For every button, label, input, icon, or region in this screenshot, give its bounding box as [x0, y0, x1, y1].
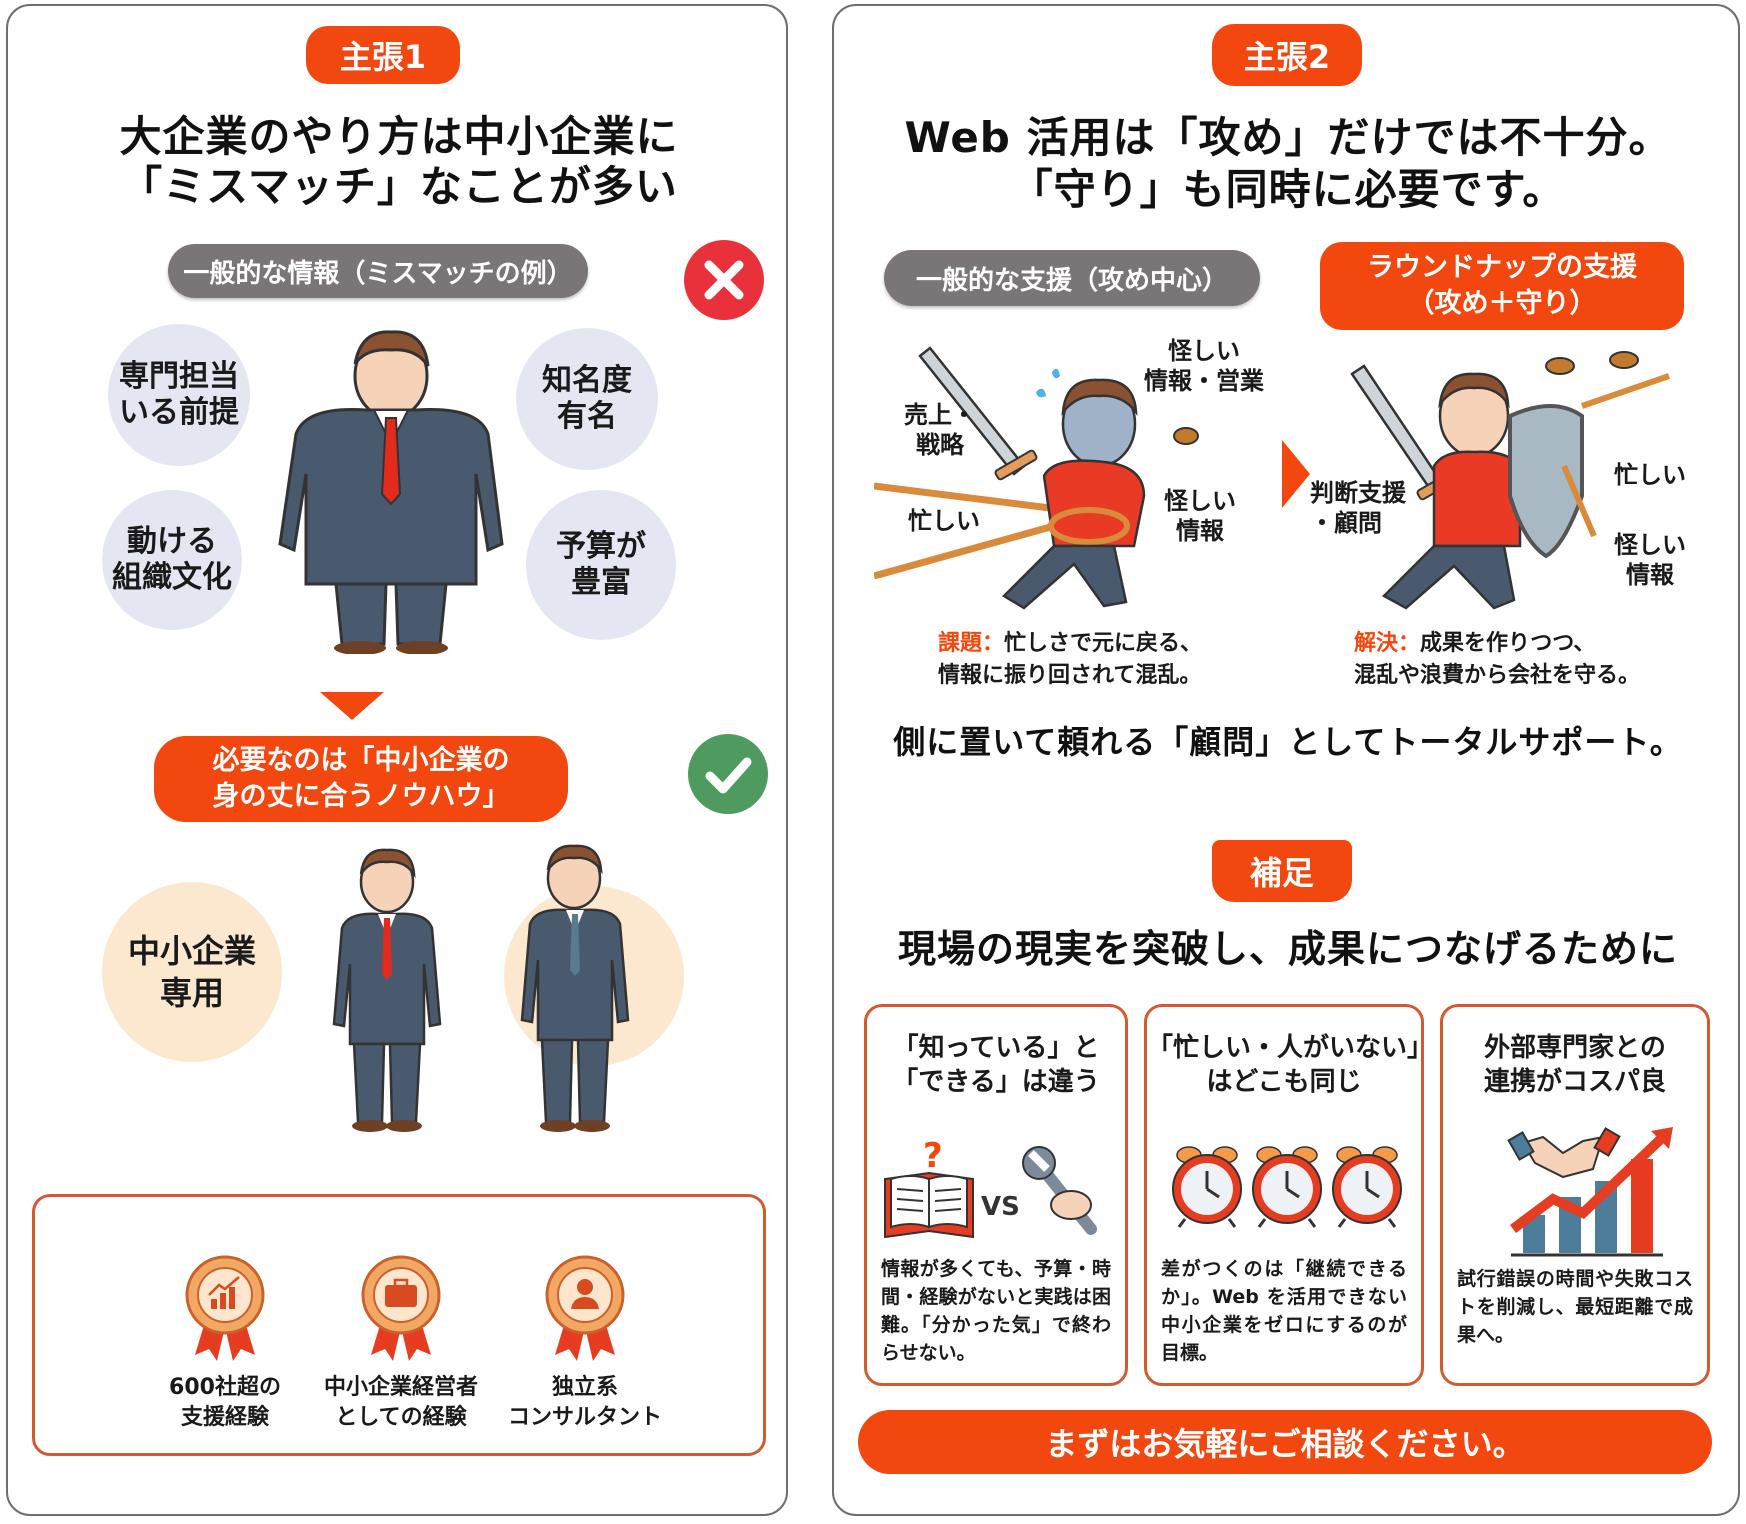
- card-know-vs-do: 「知っている」と「できる」は違う ? VS 情報が多くても、予算・時間・経験がな…: [864, 1004, 1128, 1386]
- credentials-box: 600社超の支援経験 中小企業経営者としての経験 独立系コンサルタント: [32, 1194, 766, 1456]
- roundup-support-pill: ラウンドナップの支援（攻め＋守り）: [1320, 242, 1684, 330]
- label-suspicious-info-left: 怪しい情報: [1164, 487, 1236, 545]
- bubble-budget: 予算が豊富: [526, 490, 676, 640]
- sme-man-red-tie-illustration: [322, 844, 452, 1134]
- briefcase-icon: [361, 1255, 441, 1365]
- person-icon: [545, 1255, 625, 1365]
- consult-cta-button[interactable]: まずはお気軽にご相談ください。: [858, 1410, 1712, 1474]
- card1-title: 「知っている」と「できる」は違う: [892, 1033, 1100, 1097]
- triangle-down-icon: [320, 692, 384, 720]
- label-suspicious-info-right: 怪しい情報: [1614, 531, 1686, 589]
- card-external-experts: 外部専門家との連携がコスパ良 試行錯誤の時間や失敗コストを削減し、最短距離で成果…: [1440, 1004, 1710, 1386]
- claim1-title-line1: 大企業のやり方は中小企業に: [119, 112, 679, 161]
- card1-body: 情報が多くても、予算・時間・経験がないと実践は困難。「分かった気」で終わらせない…: [881, 1258, 1111, 1364]
- supplement-title: 現場の現実を突破し、成果につなげるために: [897, 927, 1678, 971]
- card-busy-everywhere: 「忙しい・人がいない」はどこも同じ 差がつくのは「継続できるか」。Web を活用…: [1144, 1004, 1434, 1386]
- claim1-badge: 主張1: [306, 26, 460, 84]
- label-advisor: 判断支援・顧問: [1310, 479, 1406, 537]
- card3-title: 外部専門家との連携がコスパ良: [1483, 1033, 1666, 1097]
- total-support-summary: 側に置いて頼れる「顧問」としてトータルサポート。: [893, 723, 1683, 761]
- attack-only-illustration: [873, 336, 1254, 636]
- bubble-fame: 知名度有名: [516, 328, 658, 470]
- claim1-title: 大企業のやり方は中小企業に 「ミスマッチ」なことが多い: [8, 112, 790, 212]
- alarm-clocks-icon: [1165, 1141, 1409, 1231]
- bubble-sme-only: 中小企業専用: [102, 882, 282, 1062]
- book-vs-wrench-icon: ? VS: [881, 1133, 1113, 1243]
- claim2-title-line1: Web 活用は「攻め」だけでは不十分。: [904, 113, 1672, 162]
- claim2-title: Web 活用は「攻め」だけでは不十分。 「守り」も同時に必要です。: [834, 112, 1742, 216]
- claim2-title-line2: 「守り」も同時に必要です。: [1010, 165, 1566, 214]
- supplement-badge: 補足: [1212, 840, 1352, 902]
- label-suspicious-sales: 怪しい情報・営業: [1144, 337, 1264, 395]
- bubble-culture: 動ける組織文化: [102, 490, 242, 630]
- medal-label-sme-owner: 中小企業経営者としての経験: [323, 1375, 478, 1430]
- check-circle-icon: [688, 734, 768, 814]
- svg-text:?: ?: [923, 1136, 943, 1176]
- card3-body: 試行錯誤の時間や失敗コストを削減し、最短距離で成果へ。: [1457, 1268, 1693, 1346]
- claim1-panel: 主張1 大企業のやり方は中小企業に 「ミスマッチ」なことが多い 一般的な情報（ミ…: [6, 4, 788, 1516]
- attack-and-defense-illustration: [1324, 346, 1694, 636]
- consultant-man-illustration: [514, 840, 644, 1134]
- card2-body: 差がつくのは「継続できるか」。Web を活用できない中小企業をゼロにするのが目標…: [1161, 1258, 1407, 1364]
- general-info-pill: 一般的な情報（ミスマッチの例）: [168, 244, 588, 298]
- bubble-specialist: 専門担当いる前提: [108, 324, 250, 466]
- problem-caption: 課題：忙しさで元に戻る、 情報に振り回されて混乱。: [938, 631, 1203, 688]
- label-busy-left: 忙しい: [908, 507, 980, 535]
- large-company-man-illustration: [266, 324, 516, 655]
- solution-caption: 解決：成果を作りつつ、 混乱や浪費から会社を守る。: [1354, 631, 1641, 688]
- svg-text:VS: VS: [981, 1192, 1020, 1222]
- label-busy-right: 忙しい: [1614, 461, 1686, 489]
- claim2-badge: 主張2: [1212, 24, 1362, 86]
- label-sales-strategy: 売上・戦略: [904, 401, 976, 459]
- medal-label-independent: 独立系コンサルタント: [507, 1375, 662, 1430]
- medal-label-600-companies: 600社超の支援経験: [169, 1375, 281, 1430]
- x-circle-icon: [684, 240, 764, 320]
- growth-chart-icon: [185, 1255, 265, 1365]
- solution-pill: 必要なのは「中小企業の身の丈に合うノウハウ」: [154, 736, 568, 822]
- general-support-pill: 一般的な支援（攻め中心）: [884, 250, 1260, 306]
- handshake-growth-icon: [1483, 1119, 1683, 1259]
- claim2-panel: 主張2 Web 活用は「攻め」だけでは不十分。 「守り」も同時に必要です。 一般…: [832, 4, 1740, 1516]
- claim1-title-line2: 「ミスマッチ」なことが多い: [120, 162, 678, 211]
- triangle-right-icon: [1282, 440, 1310, 508]
- card2-title: 「忙しい・人がいない」はどこも同じ: [1147, 1033, 1434, 1097]
